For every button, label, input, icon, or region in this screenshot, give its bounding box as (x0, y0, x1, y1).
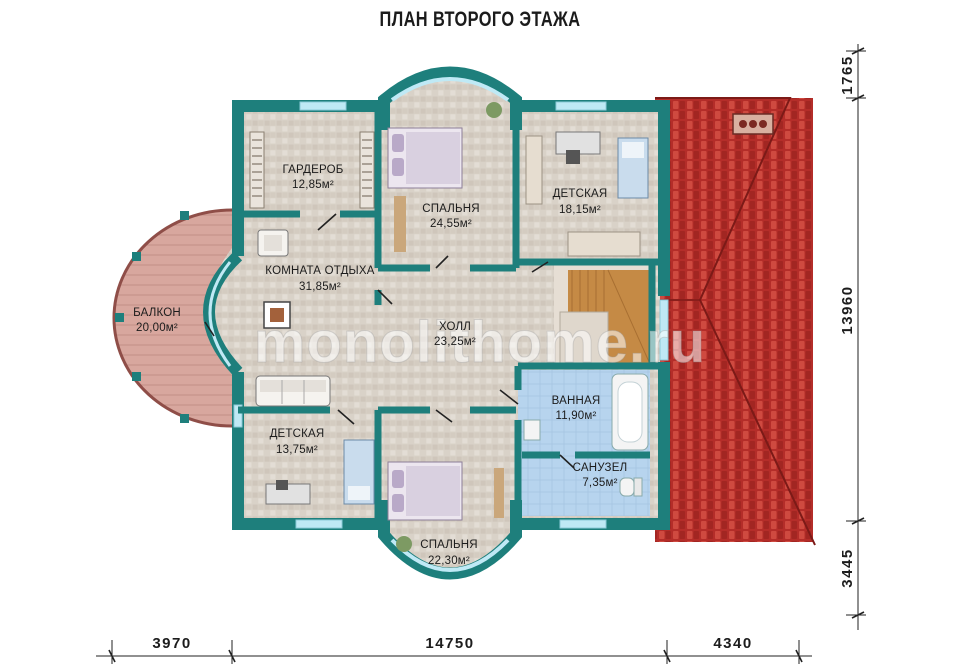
dim-bottom-2: 14750 (425, 635, 474, 652)
bed-icon (387, 461, 504, 521)
plant-icon (396, 536, 412, 552)
inner-walls (238, 106, 664, 524)
coffee-table-icon (263, 301, 291, 329)
child-bed-icon (265, 439, 375, 505)
bed-icon (387, 127, 463, 252)
plant-icon (486, 102, 502, 118)
wardrobe-shelves (249, 131, 375, 209)
room-vannaya-name: ВАННАЯ (552, 395, 601, 407)
room-detskaya-top-name: ДЕТСКАЯ (553, 188, 608, 200)
room-garderob-name: ГАРДЕРОБ (283, 164, 344, 176)
room-labels: ГАРДЕРОБ 12,85м² СПАЛЬНЯ 24,55м² ДЕТСКАЯ… (133, 164, 627, 567)
dim-bottom-3: 4340 (713, 635, 752, 652)
room-komnata-name: КОМНАТА ОТДЫХА (265, 265, 375, 277)
staircase (554, 262, 651, 366)
room-balkon-name: БАЛКОН (133, 307, 181, 319)
bathtub-icon (523, 373, 649, 451)
sofa-icon (255, 375, 331, 407)
windows (233, 101, 669, 529)
room-komnata-area: 31,85м² (299, 281, 341, 293)
room-sanuzel-area: 7,35м² (582, 477, 617, 489)
dimension-bottom: 3970 14750 4340 (96, 635, 812, 664)
room-balkon-area: 20,00м² (136, 322, 178, 334)
dim-right-3: 3445 (839, 548, 856, 587)
room-detskaya-bottom-area: 13,75м² (276, 444, 318, 456)
room-spalnya-top-name: СПАЛЬНЯ (422, 203, 480, 215)
room-spalnya-bottom-area: 22,30м² (428, 555, 470, 567)
dim-bottom-1: 3970 (152, 635, 191, 652)
dim-right-2: 13960 (839, 285, 856, 334)
room-detskaya-bottom-name: ДЕТСКАЯ (270, 428, 325, 440)
room-garderob-area: 12,85м² (292, 179, 334, 191)
page-title: ПЛАН ВТОРОГО ЭТАЖА (379, 8, 581, 31)
toilet-icon (619, 477, 643, 497)
room-spalnya-top-area: 24,55м² (430, 218, 472, 230)
dimension-right: 1765 13960 3445 (839, 44, 866, 630)
watermark: monolithome.ru (254, 310, 706, 375)
armchair-icon (257, 229, 289, 257)
room-vannaya-area: 11,90м² (555, 410, 596, 422)
room-detskaya-top-area: 18,15м² (559, 204, 601, 216)
room-spalnya-bottom-name: СПАЛЬНЯ (420, 539, 478, 551)
room-sanuzel-name: САНУЗЕЛ (573, 462, 628, 474)
balcony (112, 208, 233, 428)
doors (204, 213, 575, 469)
desk-icon (525, 131, 649, 257)
room-holl-area: 23,25м² (434, 336, 476, 348)
room-holl-name: ХОЛЛ (439, 321, 471, 333)
dim-right-1: 1765 (839, 55, 856, 94)
